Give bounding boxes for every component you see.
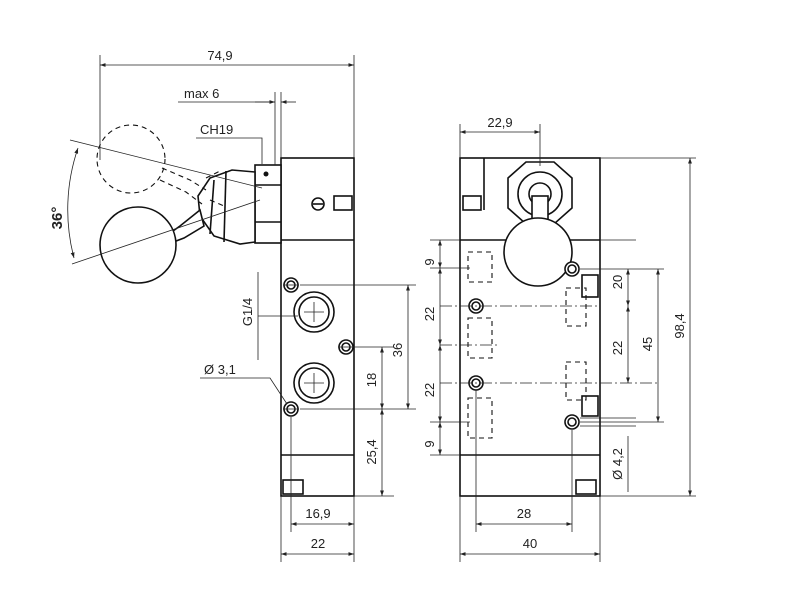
front-hex-nut xyxy=(507,161,573,225)
dim-229: 22,9 xyxy=(487,115,512,130)
port-upper xyxy=(293,291,335,333)
side-view: 36° 74,9 max 6 CH19 G1/4 Ø 3,1 36 18 xyxy=(49,48,416,562)
dim-22-b: 22 xyxy=(422,383,437,397)
dim-max-6: max 6 xyxy=(184,86,219,101)
dim-22-right: 22 xyxy=(610,341,625,355)
dim-22-a: 22 xyxy=(422,307,437,321)
lever-dashed xyxy=(96,124,225,207)
dim-22-side: 22 xyxy=(311,536,325,551)
lever-solid xyxy=(99,169,256,284)
dim-984: 98,4 xyxy=(672,313,687,338)
label-g14: G1/4 xyxy=(240,298,255,326)
dim-36: 36 xyxy=(390,343,405,357)
dim-20: 20 xyxy=(610,275,625,289)
angle-dimension: 36° xyxy=(49,139,263,265)
dim-9-top: 9 xyxy=(422,258,437,265)
port-lower xyxy=(293,362,335,404)
dim-9-bottom: 9 xyxy=(422,440,437,447)
label-hole-31: Ø 3,1 xyxy=(204,362,236,377)
front-knob xyxy=(503,217,573,287)
hex-nut xyxy=(254,164,282,244)
label-ch19: CH19 xyxy=(200,122,233,137)
front-view: 22,9 9 22 22 9 20 22 45 98,4 Ø 4,2 xyxy=(422,115,696,562)
internal-ports xyxy=(467,251,587,439)
angle-label: 36° xyxy=(49,207,66,230)
mounting-holes-side xyxy=(283,277,354,417)
dim-40: 40 xyxy=(523,536,537,551)
dim-169: 16,9 xyxy=(305,506,330,521)
label-hole-42: Ø 4,2 xyxy=(610,448,625,480)
dim-28: 28 xyxy=(517,506,531,521)
dim-254: 25,4 xyxy=(364,439,379,464)
dim-45: 45 xyxy=(640,337,655,351)
dim-overall-width: 74,9 xyxy=(207,48,232,63)
dim-18: 18 xyxy=(364,373,379,387)
